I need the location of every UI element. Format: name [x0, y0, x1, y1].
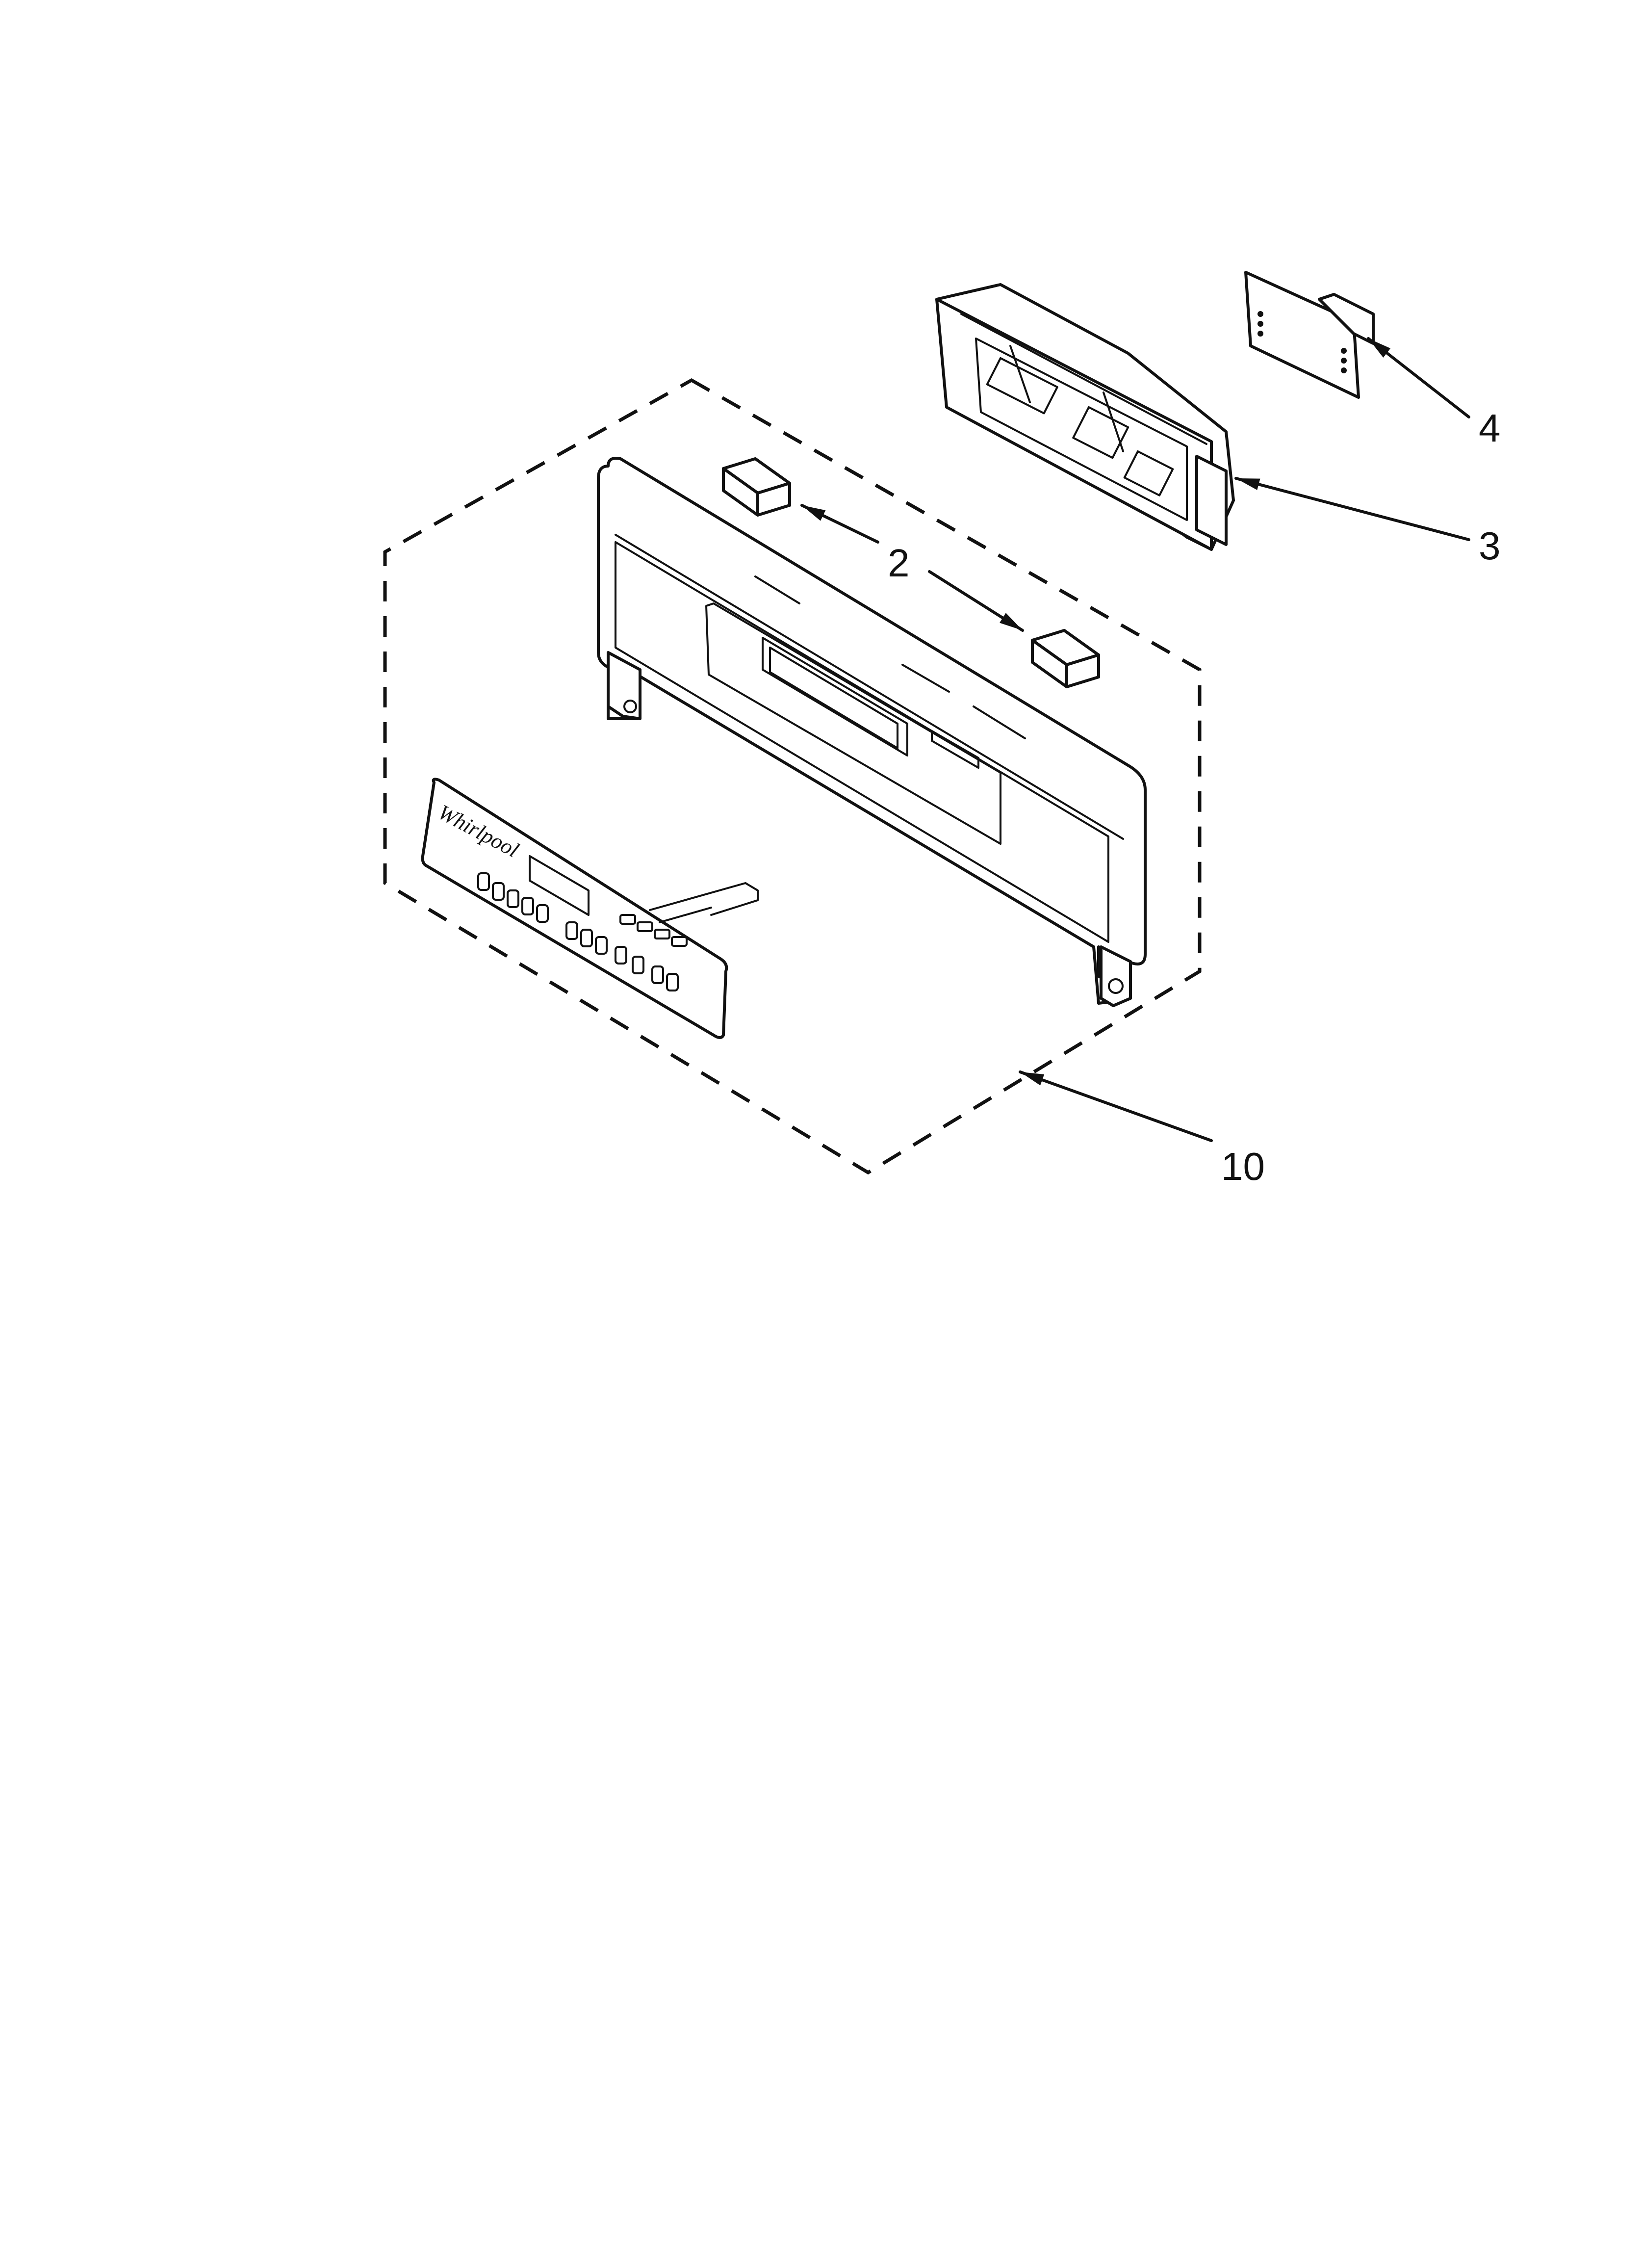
spacer-block-left: [722, 457, 791, 517]
leader-10: [1019, 1070, 1213, 1142]
leader-3: [1234, 477, 1470, 541]
console-frame-part: [597, 457, 1147, 1007]
spacer-block-right: [1031, 629, 1100, 688]
overlay-buttons: [477, 872, 688, 991]
circuit-board-part: [1244, 271, 1375, 399]
callout-2: 2: [888, 541, 910, 585]
control-housing-part: [935, 283, 1235, 551]
callout-4: 4: [1479, 406, 1501, 450]
callout-10: 10: [1221, 1145, 1265, 1188]
leader-4: [1367, 337, 1470, 418]
leader-2-left: [800, 504, 879, 544]
callout-3: 3: [1479, 524, 1501, 568]
leader-2-right: [928, 570, 1024, 632]
assembly-outline: [383, 378, 1202, 1175]
control-panel-overlay-part: Whirlpool: [421, 778, 759, 1039]
